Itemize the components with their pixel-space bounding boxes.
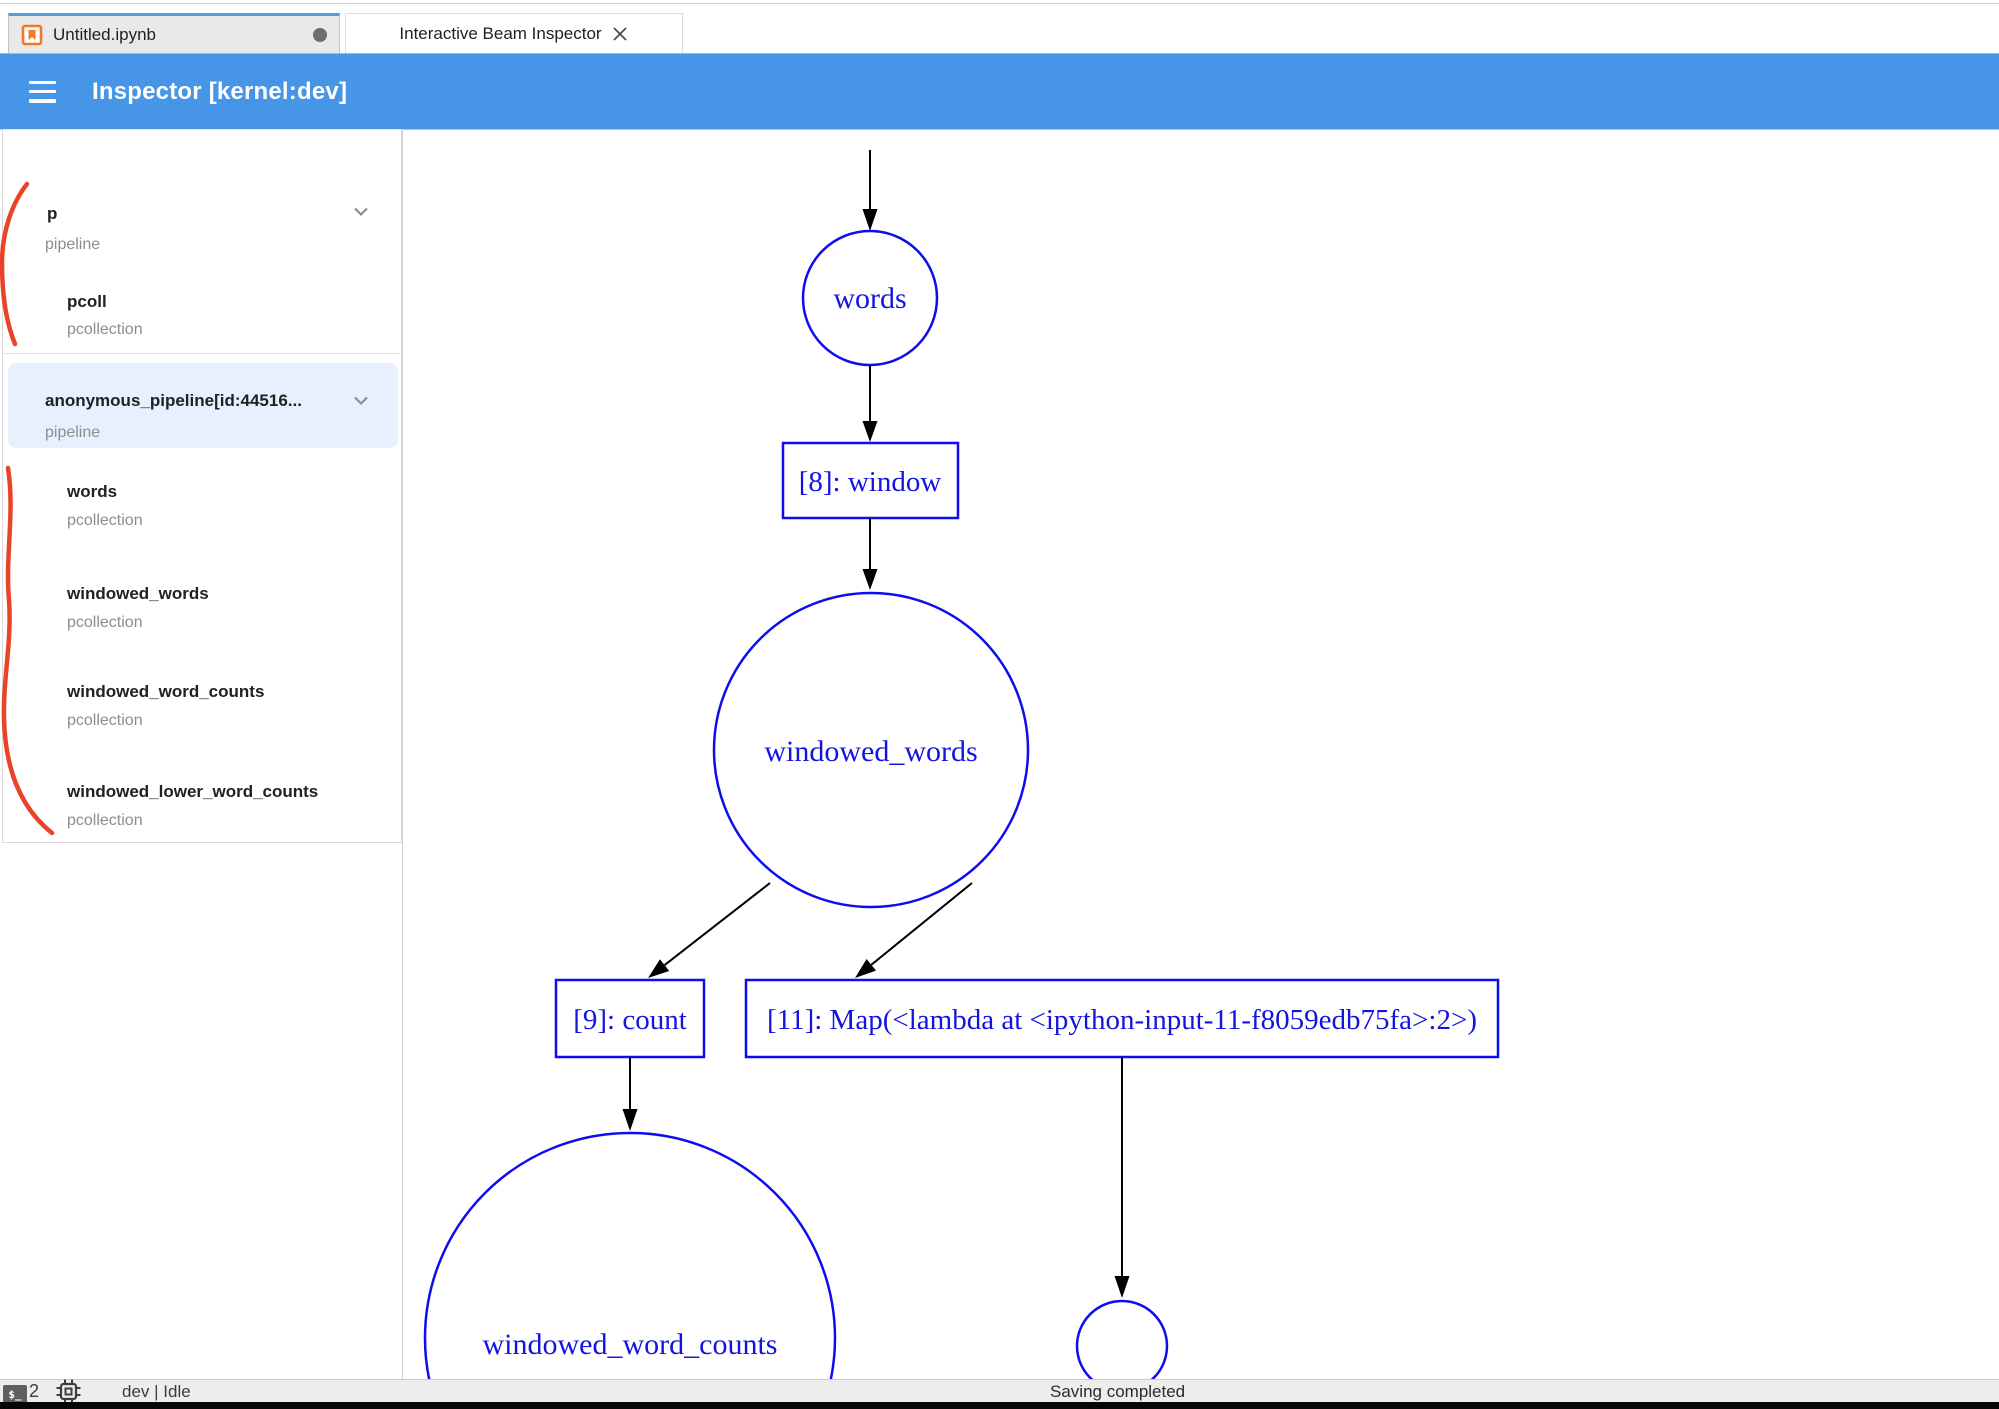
- kernel-count[interactable]: 2: [29, 1381, 40, 1401]
- node-label: [11]: Map(<lambda at <ipython-input-11-f…: [767, 1004, 1477, 1036]
- sidebar-item-type: pipeline: [45, 424, 101, 441]
- node-label: [8]: window: [799, 466, 942, 498]
- edge-windowedwords-count: [663, 882, 771, 966]
- arrowhead: [622, 1109, 638, 1131]
- status-message: Saving completed: [1050, 1382, 1186, 1401]
- node-label: windowed_words: [764, 735, 977, 768]
- chevron-down-icon[interactable]: [349, 388, 373, 412]
- node-label: words: [833, 282, 906, 315]
- node-map-transform[interactable]: [744, 978, 1500, 1059]
- sidebar-item-type: pcollection: [67, 321, 143, 338]
- node-windowed-lower-word-counts[interactable]: [1075, 1299, 1169, 1379]
- sidebar-item-type: pcollection: [67, 812, 143, 829]
- chevron-down-icon[interactable]: [349, 199, 373, 223]
- node-windowed-words[interactable]: [712, 591, 1030, 909]
- sidebar-item-words[interactable]: words: [67, 482, 118, 501]
- tab-label: Interactive Beam Inspector: [399, 23, 602, 43]
- sidebar-item-windowed-lower-word-counts[interactable]: windowed_lower_word_counts: [67, 782, 319, 801]
- sidebar-item-anonymous-pipeline[interactable]: anonymous_pipeline[id:44516...: [45, 391, 302, 410]
- kernel-chip-icon[interactable]: [55, 1378, 82, 1405]
- tab-label: Untitled.ipynb: [53, 24, 157, 44]
- sidebar-item-windowed-word-counts[interactable]: windowed_word_counts: [67, 682, 265, 701]
- notebook-icon: [21, 24, 43, 45]
- arrowhead: [862, 421, 878, 442]
- node-windowed-word-counts[interactable]: [423, 1131, 837, 1379]
- sidebar-item-pcoll[interactable]: pcoll: [67, 292, 107, 311]
- sidebar-item-type: pcollection: [67, 614, 143, 631]
- arrowhead: [1114, 1276, 1130, 1298]
- sidebar-item-windowed-words[interactable]: windowed_words: [67, 584, 209, 603]
- unsaved-changes-dot: [313, 27, 327, 42]
- hamburger-menu-icon[interactable]: [29, 80, 56, 103]
- node-label: [9]: count: [573, 1004, 687, 1036]
- sidebar-item-type: pcollection: [67, 712, 143, 729]
- sidebar-item-type: pipeline: [45, 236, 101, 253]
- arrowhead: [862, 209, 878, 231]
- sidebar-item-type: pcollection: [67, 512, 143, 529]
- top-border-line: [0, 3, 1999, 4]
- status-bar: $_ 2 dev | Idle Saving completed: [0, 1378, 1999, 1405]
- tab-untitled-notebook[interactable]: Untitled.ipynb: [8, 13, 340, 53]
- sidebar-item-pipeline-p[interactable]: p: [47, 204, 58, 223]
- tab-interactive-beam-inspector[interactable]: Interactive Beam Inspector: [345, 13, 683, 53]
- page-title: Inspector [kernel:dev]: [92, 77, 348, 105]
- node-count-transform[interactable]: [554, 978, 706, 1059]
- bottom-black-bar: [0, 1402, 1999, 1409]
- selected-item-highlight: [8, 363, 398, 448]
- node-label: windowed_word_counts: [483, 1328, 778, 1361]
- panel-divider: [402, 129, 403, 1379]
- inspector-header: Inspector [kernel:dev]: [0, 53, 1999, 130]
- pipeline-sidebar: p pipeline pcoll pcollection anonymous_p…: [2, 129, 402, 843]
- pipeline-graph: words [8]: window windowed_words [9]: co…: [423, 150, 1500, 1379]
- kernel-status[interactable]: dev | Idle: [122, 1382, 191, 1401]
- arrowhead: [648, 959, 670, 978]
- arrowhead: [862, 569, 878, 590]
- arrowhead: [855, 959, 876, 978]
- close-icon[interactable]: [611, 25, 629, 43]
- terminal-icon[interactable]: $_: [3, 1385, 27, 1404]
- sidebar-divider: [3, 353, 401, 354]
- edge-windowedwords-map: [870, 882, 973, 966]
